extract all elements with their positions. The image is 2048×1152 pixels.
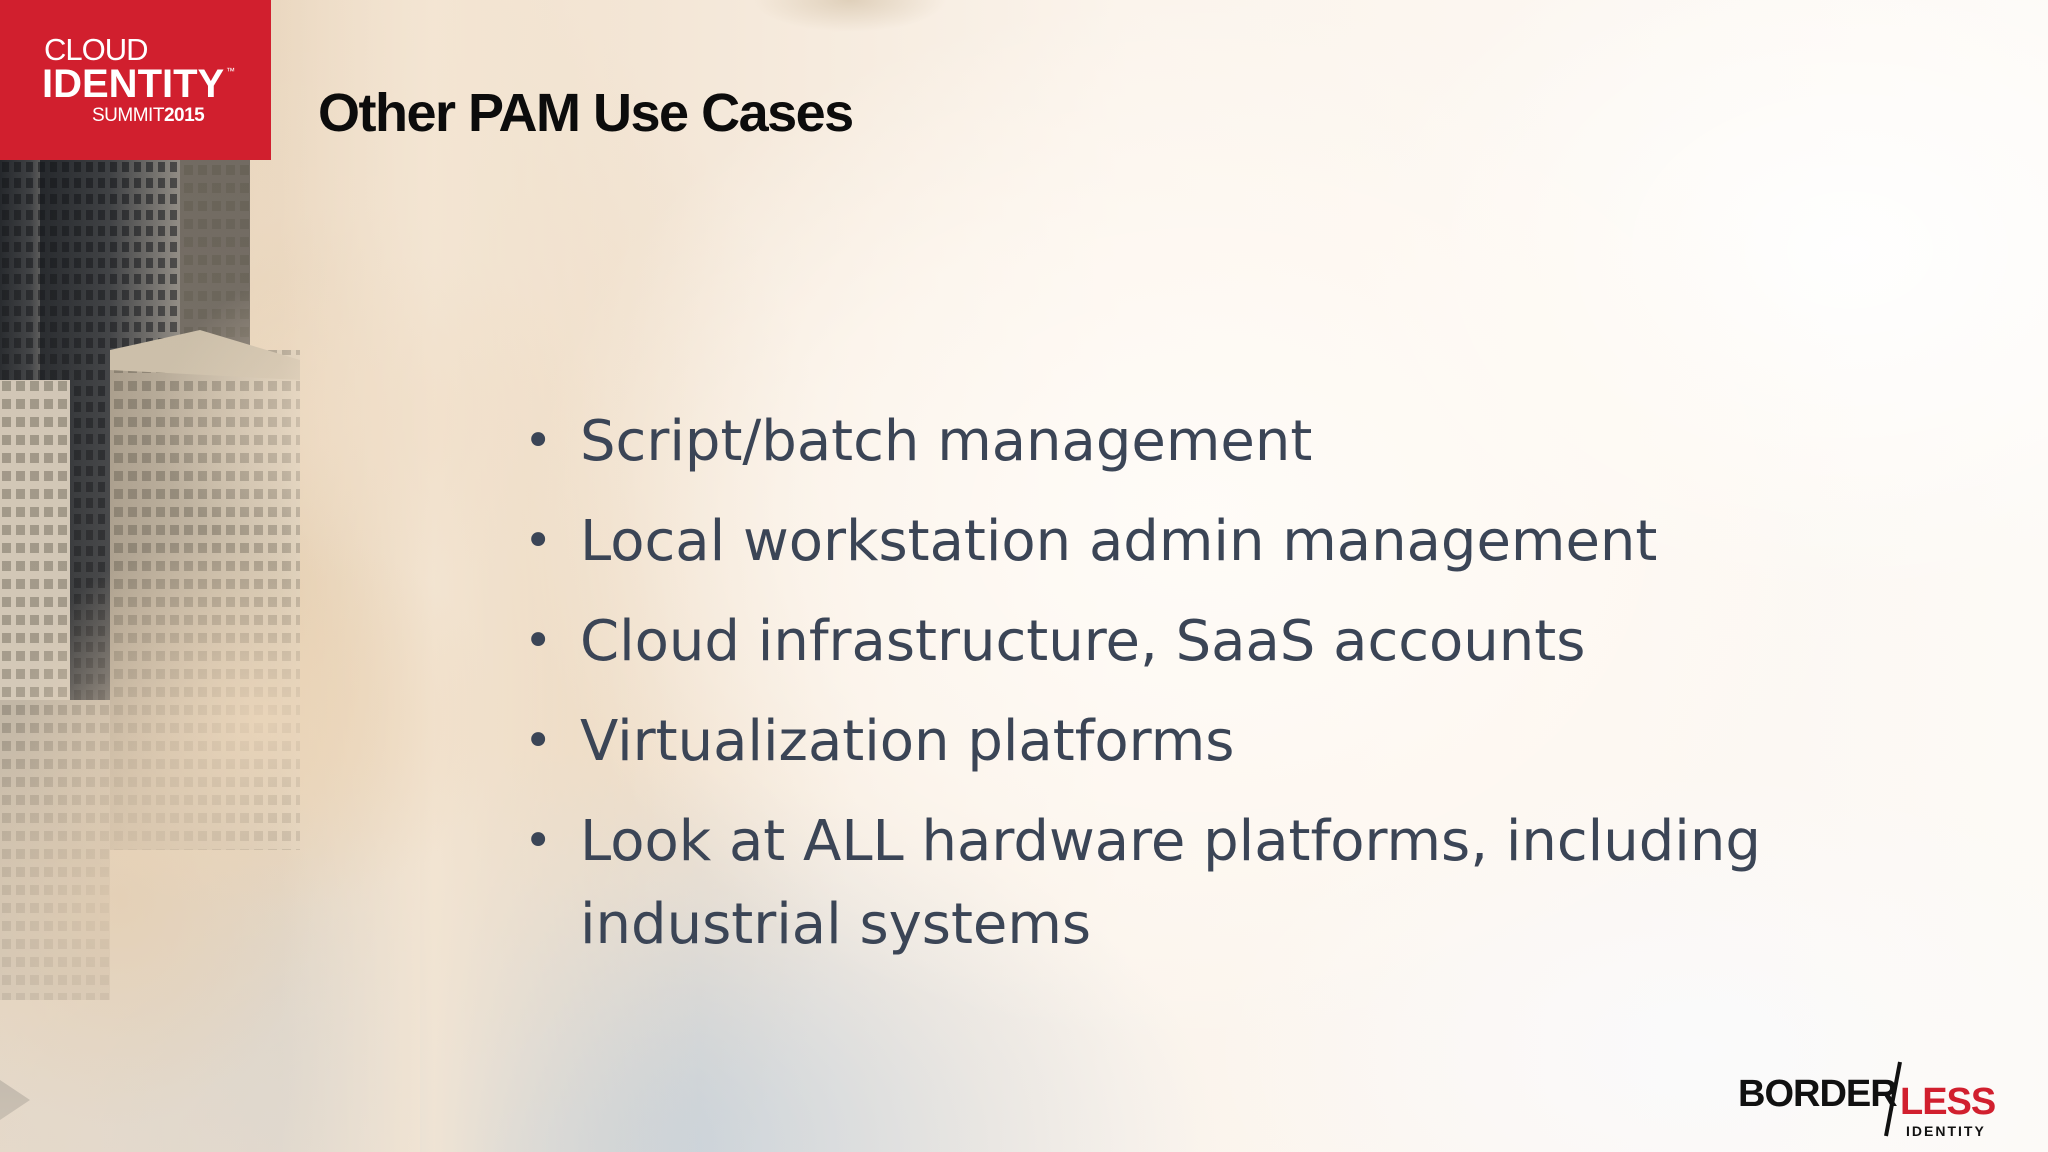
- bullet-text: Local workstation admin management: [580, 509, 1658, 574]
- bullet-text: Cloud infrastructure, SaaS accounts: [580, 609, 1586, 674]
- bullet-dot-icon: •: [524, 813, 553, 869]
- borderless-logo-word-less: LESS: [1900, 1081, 1995, 1123]
- borderless-logo-sub: IDENTITY: [1906, 1123, 1986, 1139]
- bullet-text: Virtualization platforms: [580, 709, 1235, 774]
- bullet-text: Script/batch management: [580, 409, 1313, 474]
- bullet-dot-icon: •: [524, 413, 553, 469]
- slide-title: Other PAM Use Cases: [318, 83, 854, 143]
- logo-text-year: 2015: [163, 105, 205, 126]
- bullet-text: Look at ALL hardware platforms, includin…: [580, 809, 1761, 957]
- borderless-logo-word-border: BORDER: [1738, 1073, 1897, 1115]
- logo-text-summit-word: SUMMIT: [92, 105, 164, 126]
- bullet-item: • Script/batch management: [520, 400, 1770, 483]
- borderless-logo-slash: [1884, 1061, 1902, 1137]
- bullet-item: • Local workstation admin management: [520, 500, 1770, 583]
- logo-text-cloud: CLOUD: [44, 32, 149, 67]
- bullet-dot-icon: •: [524, 513, 553, 569]
- haze-overlay: [700, 0, 1000, 60]
- bullet-item: • Virtualization platforms: [520, 700, 1770, 783]
- bullet-list: • Script/batch management • Local workst…: [520, 400, 1770, 983]
- bullet-item: • Look at ALL hardware platforms, includ…: [520, 800, 1770, 966]
- bullet-dot-icon: •: [524, 713, 553, 769]
- logo-trademark: ™: [226, 66, 235, 76]
- bullet-dot-icon: •: [524, 613, 553, 669]
- bullet-item: • Cloud infrastructure, SaaS accounts: [520, 600, 1770, 683]
- logo-text-identity: IDENTITY: [42, 62, 225, 106]
- fog-overlay: [0, 0, 700, 1152]
- borderless-identity-logo: BORDER LESS IDENTITY: [1738, 1061, 1996, 1139]
- cloud-identity-summit-logo: CLOUD IDENTITY ™ SUMMIT2015: [0, 0, 271, 160]
- logo-text-summit: SUMMIT2015: [92, 105, 205, 126]
